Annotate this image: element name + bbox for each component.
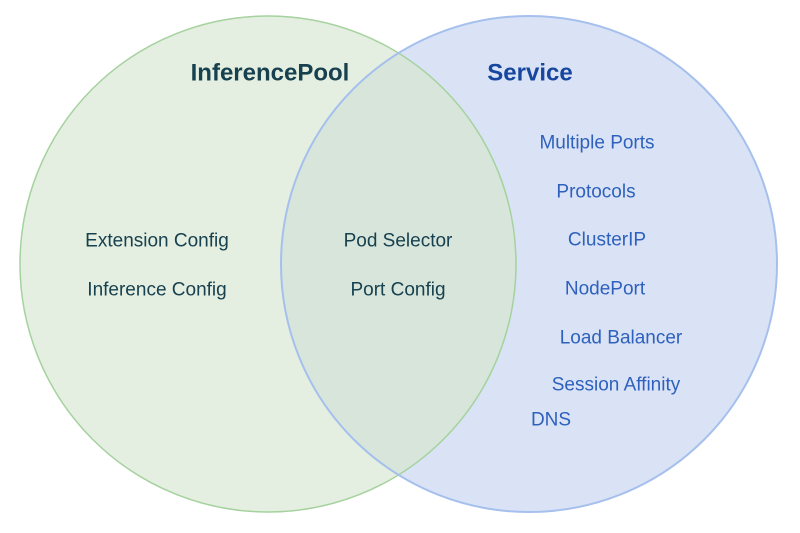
inferencepool-title: InferencePool: [190, 59, 350, 87]
label-protocols: Protocols: [556, 181, 636, 203]
label-dns: DNS: [530, 409, 572, 431]
service-title: Service: [487, 59, 573, 87]
label-nodeport: NodePort: [564, 278, 646, 300]
label-load-balancer: Load Balancer: [559, 327, 683, 349]
label-session-affinity: Session Affinity: [551, 374, 681, 396]
label-port-config: Port Config: [350, 279, 446, 301]
inferencepool-circle-outline: [19, 15, 517, 513]
label-extension-config: Extension Config: [85, 230, 229, 252]
label-multiple-ports: Multiple Ports: [539, 132, 655, 154]
label-clusterip: ClusterIP: [567, 229, 647, 251]
label-inference-config: Inference Config: [87, 279, 227, 301]
overlap-region: [281, 16, 516, 512]
label-pod-selector: Pod Selector: [343, 230, 453, 252]
service-circle-outline: [280, 15, 778, 513]
